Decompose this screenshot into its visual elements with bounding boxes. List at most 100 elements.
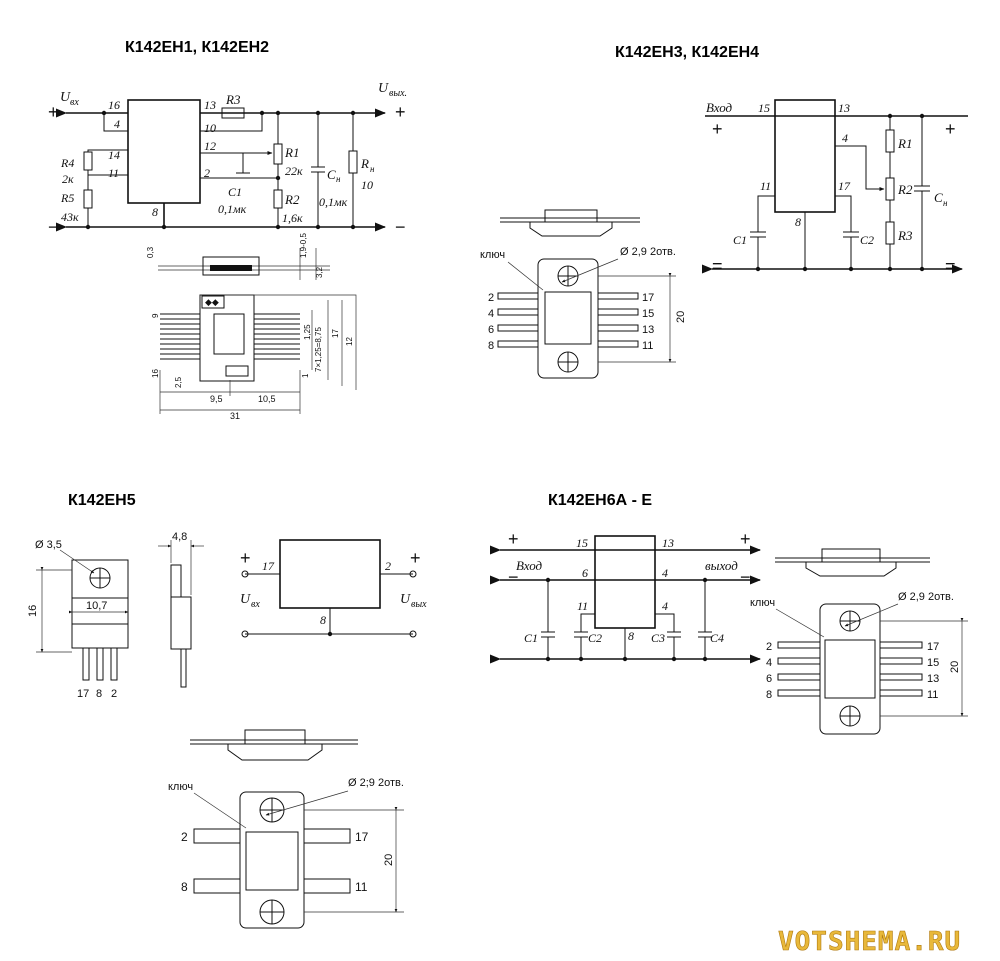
c1-label: C1 bbox=[228, 185, 242, 199]
hole-leader bbox=[59, 549, 95, 574]
eh6-package-side bbox=[775, 548, 930, 577]
c2-label: C2 bbox=[860, 233, 874, 247]
pin-16: 16 bbox=[108, 98, 120, 112]
output-minus: − bbox=[395, 217, 406, 237]
dim-25: 2,5 bbox=[174, 376, 183, 388]
block-pin-8: 8 bbox=[320, 613, 326, 627]
eh6-package-top: 2 4 6 8 17 15 13 11 ключ Ø 2,9 2отв. 20 bbox=[750, 591, 968, 735]
pin-13: 13 bbox=[662, 536, 674, 550]
output-plus: + bbox=[395, 102, 406, 122]
pin-8: 8 bbox=[152, 205, 158, 219]
junction-dot bbox=[315, 110, 321, 116]
dim-32: 3,2 bbox=[315, 266, 324, 278]
pin-right-11: 11 bbox=[927, 689, 938, 701]
r3-label: R3 bbox=[897, 228, 913, 243]
pin-right-13: 13 bbox=[927, 673, 939, 685]
key-leader bbox=[507, 261, 544, 291]
pin-left-2: 2 bbox=[488, 292, 494, 304]
r5-label: R5 bbox=[60, 191, 74, 205]
u-out-label: U bbox=[378, 81, 389, 96]
pin-right-17: 17 bbox=[355, 830, 369, 844]
eh5-package-top: 2 8 17 11 ключ Ø 2;9 2отв. 20 bbox=[168, 777, 404, 929]
package-body-side bbox=[202, 256, 260, 276]
junction-dot bbox=[887, 113, 893, 119]
rn-resistor bbox=[348, 150, 358, 174]
input-plus: + bbox=[712, 119, 723, 139]
pin-left-8: 8 bbox=[181, 880, 188, 894]
pin-left-8: 8 bbox=[488, 340, 494, 352]
pin-right-17: 17 bbox=[642, 292, 654, 304]
pin-left-4: 4 bbox=[488, 308, 494, 320]
dim-12: 12 bbox=[345, 337, 354, 346]
pin-4: 4 bbox=[114, 117, 120, 131]
junction-dot bbox=[848, 266, 854, 272]
hole-label: Ø 2,9 2отв. bbox=[620, 246, 676, 258]
output-plus: + bbox=[945, 119, 956, 139]
pin-10: 10 bbox=[204, 121, 216, 135]
c1-label: C1 bbox=[733, 233, 747, 247]
dim-125: 1,25 bbox=[303, 324, 312, 340]
pin-2: 2 bbox=[111, 688, 117, 700]
r1-resistor bbox=[885, 129, 895, 153]
junction-dot bbox=[275, 110, 281, 116]
pin-right-11: 11 bbox=[355, 880, 368, 894]
section-eh5: К142ЕН5 17 8 2 Ø 3,5 10,7 16 bbox=[27, 492, 427, 929]
pin-11: 11 bbox=[760, 179, 771, 193]
key-mark-bottom bbox=[225, 365, 249, 377]
pin-15: 15 bbox=[576, 536, 588, 550]
junction-dot bbox=[275, 175, 281, 181]
eh5-package-side: 4,8 bbox=[158, 531, 204, 688]
dim-9: 9 bbox=[151, 313, 160, 318]
rn-value: 10 bbox=[361, 178, 373, 192]
input-label: Вход bbox=[516, 558, 543, 573]
pin-4b: 4 bbox=[662, 599, 668, 613]
output-label: выход bbox=[705, 558, 738, 573]
dim-line bbox=[200, 294, 357, 390]
key-label: ключ bbox=[750, 597, 775, 609]
dim-105: 10,5 bbox=[258, 394, 276, 404]
pin-left-6: 6 bbox=[488, 324, 494, 336]
junction-dot bbox=[259, 110, 265, 116]
eh12-package-top: ◆◆ bbox=[151, 294, 357, 421]
junction-dot bbox=[350, 224, 356, 230]
leads-left bbox=[160, 313, 200, 360]
key-mark-glyph: ◆◆ bbox=[205, 297, 219, 307]
section-eh3-eh4: К142ЕН3, К142ЕН4 Вход + + = = 15 13 4 11… bbox=[480, 44, 968, 379]
pin-13: 13 bbox=[204, 98, 216, 112]
r2-label: R2 bbox=[284, 192, 300, 207]
pin-2: 2 bbox=[204, 166, 210, 180]
r2-value: 1,6к bbox=[282, 211, 303, 225]
pin11-wire bbox=[757, 195, 775, 232]
section-title-eh5: К142ЕН5 bbox=[68, 492, 136, 509]
hole-leader bbox=[844, 603, 899, 627]
pin-left-2: 2 bbox=[766, 641, 772, 653]
output-ground: = bbox=[945, 256, 956, 276]
dim-17: 17 bbox=[331, 329, 340, 338]
rn-sub: н bbox=[370, 164, 375, 174]
cap-c1: C1 bbox=[524, 631, 538, 645]
pin-12: 12 bbox=[204, 139, 216, 153]
r1-value: 22к bbox=[285, 164, 303, 178]
junction-dot bbox=[350, 110, 356, 116]
junction-dot bbox=[101, 110, 107, 116]
junction-dot bbox=[887, 266, 893, 272]
block-pin-2: 2 bbox=[385, 559, 391, 573]
r2-resistor bbox=[885, 177, 895, 201]
r2-label: R2 bbox=[897, 182, 913, 197]
junction-dot bbox=[275, 224, 281, 230]
pin-8: 8 bbox=[96, 688, 102, 700]
package-slab bbox=[210, 265, 252, 271]
junction-dot bbox=[802, 266, 808, 272]
dim-20: 20 bbox=[949, 661, 961, 673]
section-title-eh34: К142ЕН3, К142ЕН4 bbox=[615, 44, 759, 61]
u-out-sub: вых bbox=[411, 599, 427, 610]
pin-6: 6 bbox=[582, 566, 588, 580]
pin-11: 11 bbox=[577, 599, 588, 613]
pin-17: 17 bbox=[77, 688, 89, 700]
dim-95: 9,5 bbox=[210, 394, 223, 404]
junction-dot bbox=[161, 224, 167, 230]
dim-20: 20 bbox=[675, 311, 687, 323]
u-in-sub: вх bbox=[251, 599, 260, 610]
hole-label: Ø 2,9 2отв. bbox=[898, 591, 954, 603]
r5-value: 43к bbox=[61, 210, 79, 224]
